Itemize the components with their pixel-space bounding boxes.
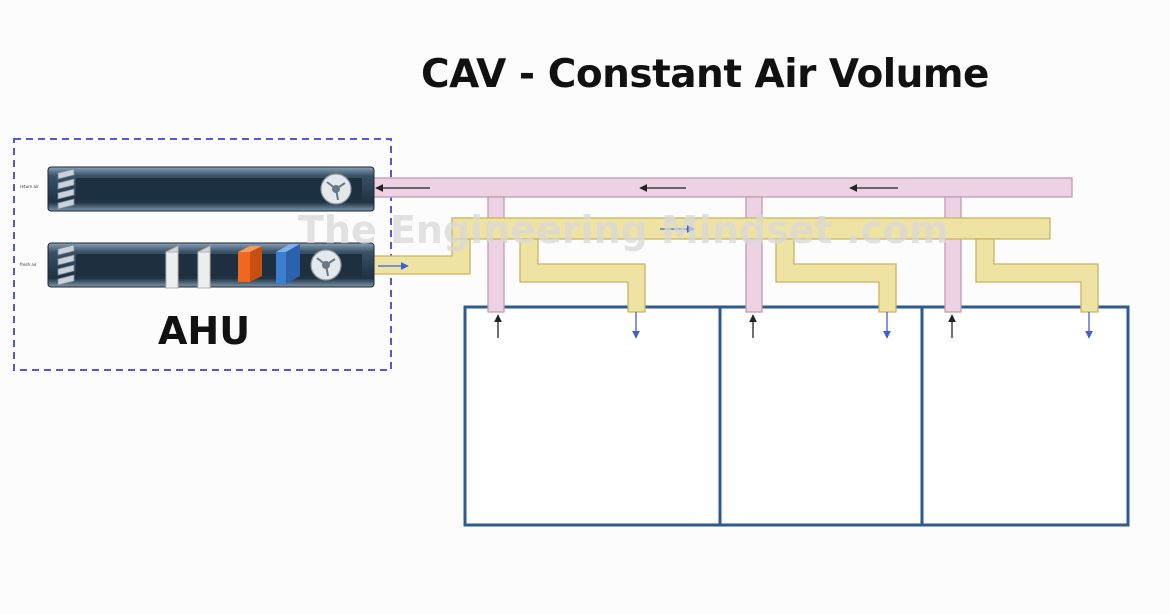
supply-air-unit: fresh air bbox=[20, 242, 375, 289]
fan-icon bbox=[320, 173, 352, 205]
return-air-unit: return air bbox=[20, 166, 375, 212]
damper-icon bbox=[57, 168, 75, 210]
watermark: The Engineering Mindset .com bbox=[298, 208, 949, 252]
return-unit-label: return air bbox=[20, 184, 39, 189]
room-1 bbox=[463, 305, 722, 527]
ahu-label: AHU bbox=[158, 309, 250, 353]
return-airflow-arrows bbox=[375, 184, 956, 338]
filter-icon bbox=[165, 245, 211, 289]
page-title: CAV - Constant Air Volume bbox=[421, 52, 989, 97]
heating-coil-icon bbox=[238, 246, 262, 282]
fan-icon bbox=[310, 249, 342, 281]
room-2 bbox=[718, 305, 924, 527]
cooling-coil-icon bbox=[276, 244, 300, 284]
ahu-boundary bbox=[13, 138, 392, 371]
room-3 bbox=[920, 305, 1130, 527]
supply-duct bbox=[371, 217, 1099, 313]
damper-icon bbox=[57, 244, 75, 286]
rooms bbox=[463, 305, 1130, 527]
supply-unit-label: fresh air bbox=[20, 262, 37, 267]
supply-airflow-arrows bbox=[378, 225, 1093, 339]
